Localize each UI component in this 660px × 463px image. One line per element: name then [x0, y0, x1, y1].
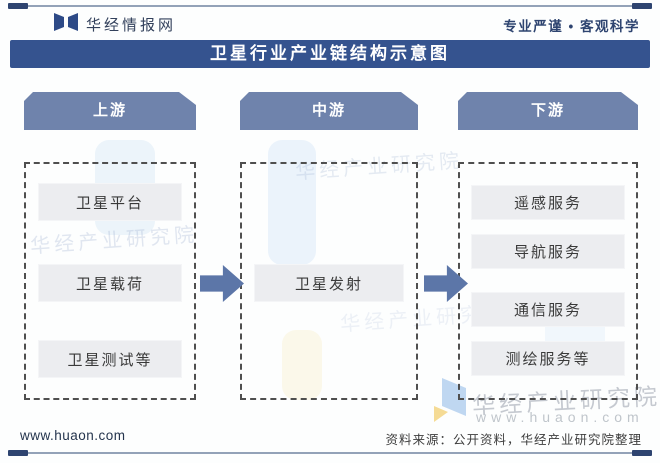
top-divider-left-cap — [8, 3, 28, 9]
downstream-item-communication: 通信服务 — [471, 292, 625, 327]
top-divider — [8, 3, 652, 9]
upstream-item-satellite-testing: 卫星测试等 — [38, 340, 182, 378]
brand-name: 华经情报网 — [86, 17, 177, 34]
midstream-item-satellite-launch: 卫星发射 — [254, 264, 404, 302]
brand-slogan: 专业严谨 • 客观科学 — [503, 19, 640, 34]
diagram-title: 卫星行业产业链结构示意图 — [10, 40, 650, 68]
stage-header-midstream: 中游 — [240, 92, 418, 130]
bottom-divider-left-cap — [8, 450, 28, 456]
downstream-item-remote-sensing: 遥感服务 — [471, 185, 625, 220]
stage-header-upstream: 上游 — [24, 92, 196, 130]
footer-source-note: 资料来源：公开资料，华经产业研究院整理 — [385, 433, 642, 447]
upstream-group-box — [24, 162, 196, 400]
bottom-divider-right-cap — [632, 450, 652, 456]
arrow-right-icon — [200, 265, 244, 302]
top-divider-right-cap — [632, 3, 652, 9]
watermark-logo-icon — [434, 378, 466, 422]
upstream-item-satellite-platform: 卫星平台 — [38, 183, 182, 221]
brand-logo-icon — [54, 13, 78, 31]
bottom-divider — [8, 450, 652, 456]
footer-site-url: www.huaon.com — [20, 428, 126, 443]
watermark-site-text: www.huaon.com — [476, 409, 644, 425]
downstream-item-navigation: 导航服务 — [471, 234, 625, 269]
upstream-item-satellite-payload: 卫星载荷 — [38, 264, 182, 302]
stage-header-downstream: 下游 — [458, 92, 638, 130]
downstream-item-surveying: 测绘服务等 — [471, 341, 625, 376]
